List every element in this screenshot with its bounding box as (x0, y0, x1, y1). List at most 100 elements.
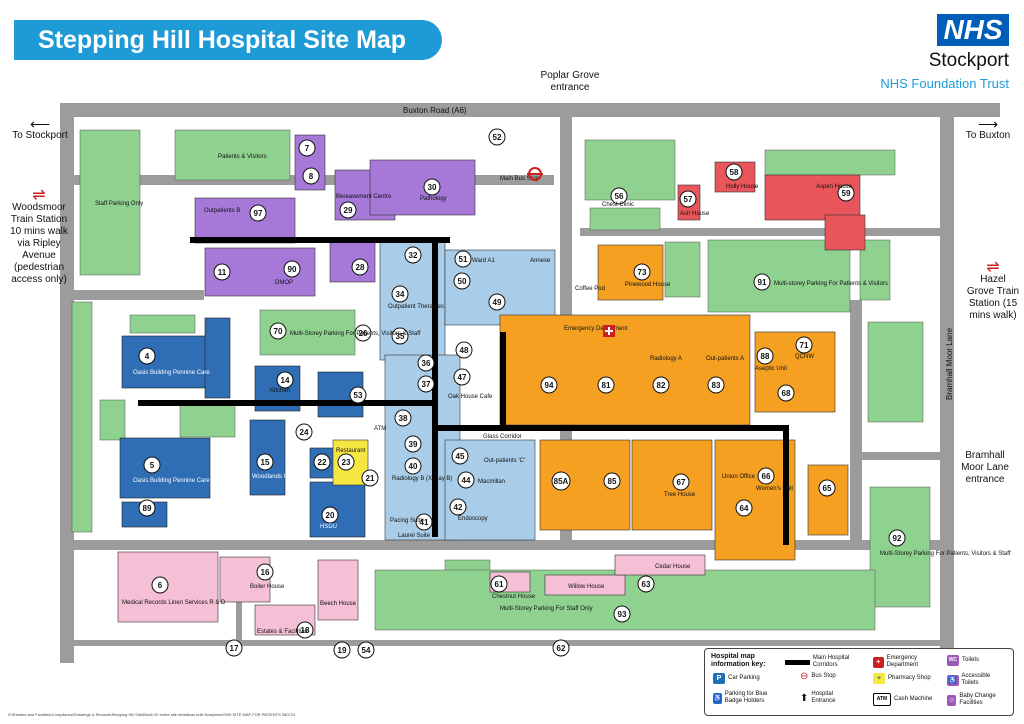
svg-text:8: 8 (309, 172, 314, 181)
svg-text:21: 21 (366, 474, 375, 483)
building-marker[interactable]: 50 (453, 272, 471, 290)
building-marker[interactable]: 73 (633, 263, 651, 281)
building-marker[interactable]: 14 (276, 371, 294, 389)
building-marker[interactable]: 57 (679, 190, 697, 208)
building-marker[interactable]: 4 (138, 347, 156, 365)
building-marker[interactable]: 62 (552, 639, 570, 657)
trust-name: Stockport (928, 50, 1009, 71)
label-willow-house: Willow House (568, 584, 605, 590)
svg-text:37: 37 (422, 380, 431, 389)
building-marker[interactable]: 47 (453, 368, 471, 386)
key-item-emergency: +Emergency Department (873, 655, 943, 669)
building-marker[interactable]: 16 (256, 563, 274, 581)
building-marker[interactable]: 39 (404, 435, 422, 453)
building-marker[interactable]: 37 (417, 375, 435, 393)
to-stockport: ⟵To Stockport (10, 117, 70, 142)
building-marker[interactable]: 94 (540, 376, 558, 394)
label-qcnw: QCNW (795, 354, 814, 360)
pharmacy-icon: + (873, 673, 885, 684)
label-oak-house-cafe: Oak House Cafe (448, 394, 493, 400)
building-marker[interactable]: 81 (597, 376, 615, 394)
label-womens-unit: Women's Unit (756, 486, 793, 492)
building-marker[interactable]: 45 (451, 447, 469, 465)
building-marker[interactable]: 97 (249, 204, 267, 222)
label-oasis-5: Oasis Building Pennine Care (133, 478, 210, 484)
building-marker[interactable]: 67 (672, 473, 690, 491)
building-marker[interactable]: 53 (349, 386, 367, 404)
building-marker[interactable]: 65 (818, 479, 836, 497)
parking-marker[interactable]: 70 (269, 322, 287, 340)
building-marker[interactable]: 63 (637, 575, 655, 593)
building-marker[interactable]: 24 (295, 423, 313, 441)
svg-text:64: 64 (740, 504, 749, 513)
building-marker[interactable]: 71 (795, 336, 813, 354)
building-marker[interactable]: 23 (337, 453, 355, 471)
building-marker[interactable]: 11 (213, 263, 231, 281)
svg-text:15: 15 (261, 458, 270, 467)
label-union-office: Union Office (722, 474, 756, 480)
building-marker[interactable]: 52 (488, 128, 506, 146)
building-marker[interactable]: 20 (321, 506, 339, 524)
building-marker[interactable]: 22 (313, 453, 331, 471)
parking-marker[interactable]: 91 (753, 273, 771, 291)
label-tree-house: Tree House (664, 492, 696, 498)
building-marker[interactable]: 26 (354, 324, 372, 342)
building-marker[interactable]: 64 (735, 499, 753, 517)
building-marker[interactable]: 44 (457, 471, 475, 489)
parking-marker[interactable]: 92 (888, 529, 906, 547)
building-marker[interactable]: 29 (339, 201, 357, 219)
svg-text:62: 62 (557, 644, 566, 653)
building-marker[interactable]: 6 (151, 576, 169, 594)
building-marker[interactable]: 7 (298, 139, 316, 157)
building-marker[interactable]: 85 (603, 472, 621, 490)
building-marker[interactable]: 32 (404, 246, 422, 264)
building-marker[interactable]: 48 (455, 341, 473, 359)
svg-text:56: 56 (615, 192, 624, 201)
building-marker[interactable]: 30 (423, 178, 441, 196)
building-marker[interactable]: 59 (837, 184, 855, 202)
building-marker[interactable]: 89 (138, 499, 156, 517)
building-marker[interactable]: 21 (361, 469, 379, 487)
building-marker[interactable]: 15 (256, 453, 274, 471)
building-marker[interactable]: 49 (488, 293, 506, 311)
building-marker[interactable]: 36 (417, 354, 435, 372)
svg-text:94: 94 (545, 381, 554, 390)
building-marker[interactable]: 58 (725, 163, 743, 181)
label-atm: ATM (374, 426, 386, 432)
atm-icon: ATM (873, 693, 891, 706)
building-marker[interactable]: 88 (756, 347, 774, 365)
building-marker[interactable]: 82 (652, 376, 670, 394)
main-corridors (138, 237, 789, 545)
building-marker[interactable]: 17 (225, 639, 243, 657)
building-marker[interactable]: 28 (351, 258, 369, 276)
rail-icon: ⇌ (986, 259, 1000, 276)
svg-text:54: 54 (362, 646, 371, 655)
building-marker[interactable]: 18 (296, 621, 314, 639)
building-marker[interactable]: 51 (454, 250, 472, 268)
building-marker[interactable]: 83 (707, 376, 725, 394)
building-marker[interactable]: 68 (777, 384, 795, 402)
building-marker[interactable]: 38 (394, 409, 412, 427)
building-marker[interactable]: 5 (143, 456, 161, 474)
parking-marker[interactable]: 93 (613, 605, 631, 623)
building-marker[interactable]: 56 (610, 187, 628, 205)
building-marker[interactable]: 42 (449, 498, 467, 516)
building-marker[interactable]: 85A (551, 471, 571, 491)
building-marker[interactable]: 66 (757, 467, 775, 485)
building-marker[interactable]: 40 (404, 457, 422, 475)
svg-text:91: 91 (758, 278, 767, 287)
building-marker[interactable]: 54 (357, 641, 375, 659)
building-marker[interactable]: 90 (283, 260, 301, 278)
building-marker[interactable]: 8 (302, 167, 320, 185)
building-marker[interactable]: 61 (490, 575, 508, 593)
building-marker[interactable]: 41 (415, 513, 433, 531)
building-marker[interactable]: 19 (333, 641, 351, 659)
key-item-entrance: ⬆Hospital Entrance (800, 691, 836, 704)
svg-text:71: 71 (800, 341, 809, 350)
svg-text:22: 22 (318, 458, 327, 467)
building-marker[interactable]: 34 (391, 285, 409, 303)
building-marker[interactable]: 35 (391, 327, 409, 345)
label-outpatients-b: Outpatients B (204, 208, 240, 214)
svg-text:48: 48 (460, 346, 469, 355)
svg-text:32: 32 (409, 251, 418, 260)
